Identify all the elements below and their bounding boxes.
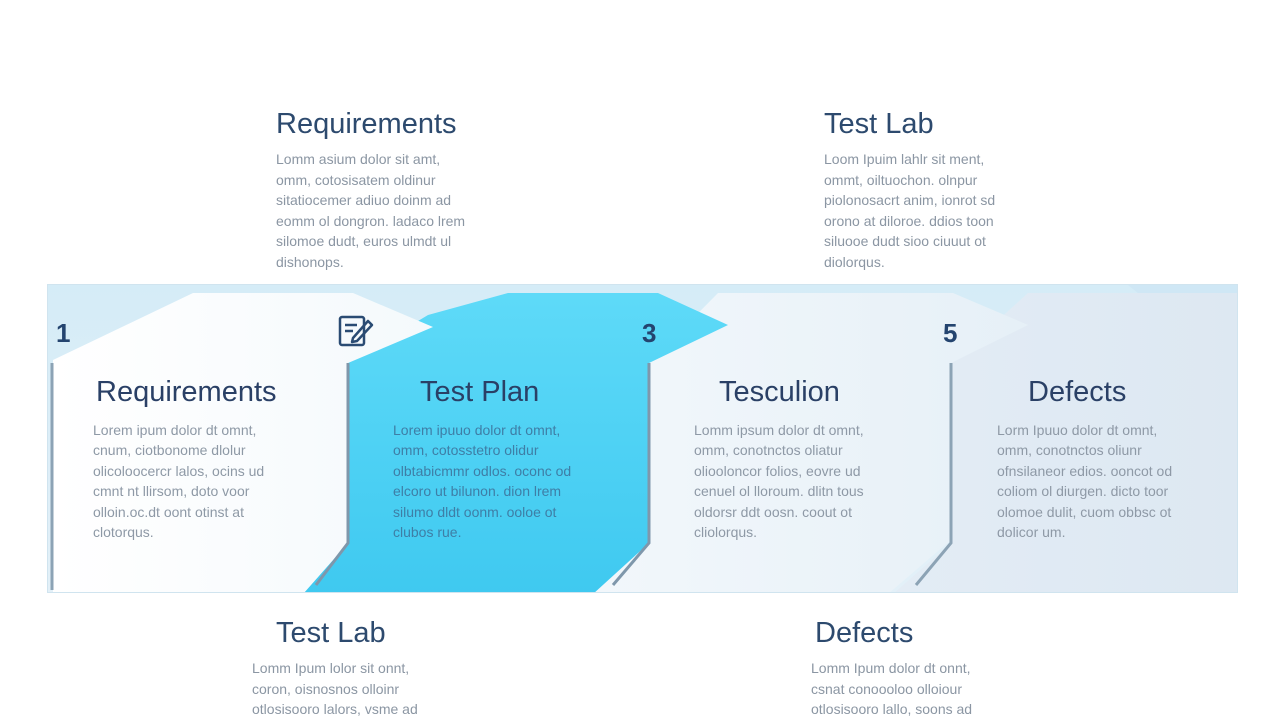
callout-title: Requirements bbox=[276, 108, 457, 140]
step-1-panel bbox=[53, 293, 433, 592]
step-4-number: 5 bbox=[943, 318, 958, 348]
callout-top-test-lab: Test Lab Loom Ipuim lahlr sit ment, ommt… bbox=[824, 110, 1074, 273]
step-1-body: Lorem ipum dolor dt omnt, cnum, ciotbono… bbox=[93, 422, 265, 541]
step-1-title: Requirements bbox=[96, 376, 277, 408]
callout-title: Test Lab bbox=[276, 617, 386, 649]
callout-bottom-defects: Defects Lomm Ipum dolor dt onnt, csnat c… bbox=[811, 619, 1061, 720]
step-3-number: 3 bbox=[642, 318, 657, 348]
step-3-panel bbox=[595, 293, 1028, 592]
callout-body: Loom Ipuim lahlr sit ment, ommt, oiltuoc… bbox=[824, 151, 996, 270]
separator bbox=[314, 363, 350, 586]
step-3-body: Lomm ipsum dolor dt omnt, omm, conotncto… bbox=[694, 422, 864, 541]
step-3-title: Tesculion bbox=[719, 376, 840, 408]
callout-bottom-test-lab: Test Lab Lomm Ipum lolor sit onnt, coron… bbox=[252, 619, 502, 720]
process-band bbox=[47, 284, 1238, 593]
step-4-panel bbox=[895, 293, 1237, 592]
callout-body: Lomm asium dolor sit amt, omm, cotosisat… bbox=[276, 151, 466, 270]
step-1-number: 1 bbox=[56, 318, 71, 348]
callout-body: Lomm Ipum lolor sit onnt, coron, oisnosn… bbox=[252, 660, 418, 718]
step-2-body: Lorem ipuuo dolor dt omnt, omm, cotosste… bbox=[393, 422, 572, 541]
callout-title: Defects bbox=[815, 617, 914, 649]
step-2-panel bbox=[304, 293, 728, 592]
step-2-title: Test Plan bbox=[420, 376, 540, 408]
separator bbox=[611, 363, 651, 586]
callout-body: Lomm Ipum dolor dt onnt, csnat conoooloo… bbox=[811, 660, 973, 718]
edit-document-icon bbox=[338, 315, 374, 347]
separator bbox=[914, 363, 953, 586]
callout-top-requirements: Requirements Lomm asium dolor sit amt, o… bbox=[276, 110, 526, 273]
process-arrows bbox=[50, 285, 1237, 592]
step-4-body: Lorm Ipuuo dolor dt omnt, omm, conotncto… bbox=[997, 422, 1173, 541]
callout-title: Test Lab bbox=[824, 108, 934, 140]
step-4-title: Defects bbox=[1028, 376, 1127, 408]
